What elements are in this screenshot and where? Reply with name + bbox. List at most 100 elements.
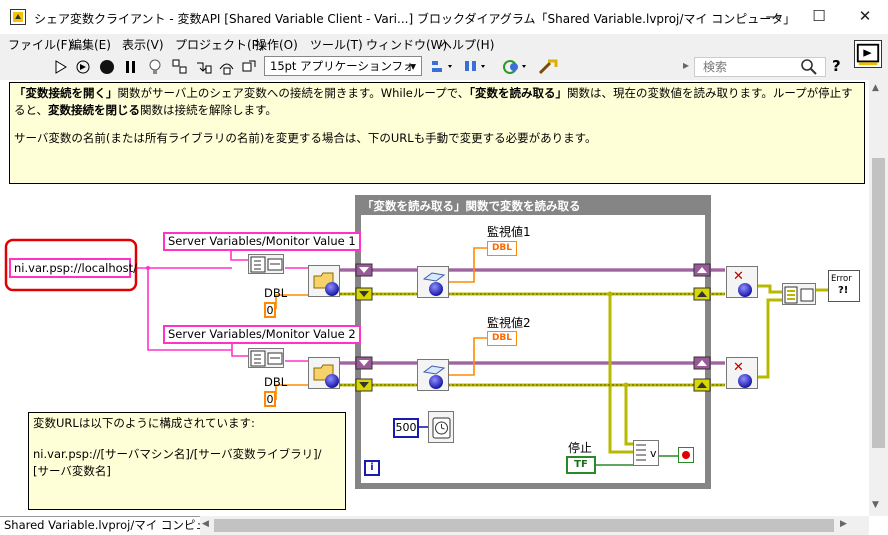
var2-name-constant[interactable]: Server Variables/Monitor Value 2 — [163, 325, 361, 344]
menu-bar: ファイル(F) 編集(E) 表示(V) プロジェクト(P) 操作(O) ツール(… — [0, 34, 888, 54]
top-comment-read-fn: 「変数を読み取る」 — [469, 86, 567, 100]
top-comment-text-2: 関数は、現在の変数値を読み取ります。ループが停止すると、 — [14, 86, 853, 117]
abort-icon[interactable] — [100, 60, 114, 74]
boolean-wires — [596, 455, 678, 466]
menu-edit[interactable]: 編集(E) — [70, 38, 111, 52]
labview-app-icon — [10, 9, 26, 25]
loop-tunnels — [355, 263, 711, 392]
search-separator-icon: ▸ — [683, 58, 690, 72]
menu-file[interactable]: ファイル(F) — [8, 38, 73, 52]
monitor-1-label: 監視値1 — [487, 225, 531, 239]
bottom-comment: 変数URLは以下のように構成されています: ni.var.psp://[サーバマ… — [28, 412, 346, 510]
merge-errors-node[interactable] — [782, 283, 816, 305]
run-continuously-icon[interactable] — [76, 60, 90, 74]
monitor-2-indicator[interactable]: DBL — [487, 331, 517, 346]
vertical-scroll-thumb[interactable] — [872, 158, 885, 448]
scroll-up-icon[interactable]: ▲ — [872, 83, 879, 93]
or-node[interactable]: v — [633, 440, 659, 466]
context-tab[interactable]: Shared Variable.lvproj/マイ コンピュータ — [0, 516, 230, 535]
horizontal-scrollbar[interactable]: ◀ ▶ — [200, 516, 869, 535]
run-arrow-icon[interactable] — [55, 60, 67, 74]
scroll-left-icon[interactable]: ◀ — [202, 519, 209, 529]
dbl-type-label-1: DBL — [264, 286, 288, 300]
search-icon[interactable] — [800, 58, 818, 76]
top-comment-open-fn: 「変数接続を開く」 — [14, 86, 118, 100]
wait-ms-node[interactable] — [428, 411, 454, 443]
scroll-right-icon[interactable]: ▶ — [840, 519, 847, 529]
step-out-icon[interactable] — [242, 60, 256, 72]
while-loop-label-bg — [355, 195, 711, 215]
read-variable-node-1[interactable] — [417, 266, 449, 298]
or-glyph: v — [650, 447, 657, 460]
var1-name-constant[interactable]: Server Variables/Monitor Value 1 — [163, 232, 361, 251]
error-handler-label: Error — [831, 274, 852, 284]
close-x-icon: ✕ — [733, 269, 744, 284]
stop-button-terminal[interactable]: TF — [566, 456, 596, 474]
menu-project[interactable]: プロジェクト(P) — [175, 38, 264, 52]
toolbar-buttons — [55, 59, 256, 75]
simple-error-handler[interactable]: Error ?! — [828, 270, 860, 302]
dbl-constant-2[interactable]: 0 — [264, 391, 276, 407]
menu-window[interactable]: ウィンドウ(W) — [366, 38, 448, 52]
block-diagram[interactable]: 「変数接続を開く」関数がサーバ上のシェア変数への接続を開きます。Whileループ… — [0, 80, 869, 516]
top-comment-text-3: 関数は接続を解除します。 — [140, 103, 277, 117]
pause-icon[interactable] — [126, 61, 135, 73]
chevron-down-icon: ▾ — [410, 59, 416, 73]
url-highlight — [4, 238, 138, 292]
wait-ms-constant[interactable]: 500 — [393, 418, 419, 438]
bottom-comment-line-3: [サーバ変数名] — [33, 464, 111, 478]
monitor-2-label: 監視値2 — [487, 316, 531, 330]
horizontal-scroll-thumb[interactable] — [214, 519, 834, 532]
menu-view[interactable]: 表示(V) — [122, 38, 164, 52]
double-wires — [275, 247, 488, 400]
menu-help[interactable]: ヘルプ(H) — [440, 38, 495, 52]
bottom-comment-line-1: 変数URLは以下のように構成されています: — [33, 416, 255, 430]
stop-label: 停止 — [568, 441, 593, 455]
minimize-button[interactable]: — — [765, 7, 781, 25]
monitor-1-indicator[interactable]: DBL — [487, 241, 517, 256]
title-bar: シェア変数クライアント - 変数API [Shared Variable Cli… — [0, 0, 888, 34]
retain-wire-values-icon[interactable] — [172, 59, 187, 74]
scroll-down-icon[interactable]: ▼ — [872, 500, 879, 510]
highlight-execution-icon[interactable] — [149, 59, 161, 74]
font-select[interactable]: 15pt アプリケーションフォント▾ — [264, 56, 422, 92]
context-help-button[interactable]: ? — [832, 57, 841, 75]
align-icon[interactable] — [432, 61, 452, 72]
loop-condition-terminal[interactable] — [678, 447, 694, 463]
url-constant[interactable]: ni.var.psp://localhost/ — [9, 258, 137, 278]
close-x-icon: ✕ — [733, 360, 744, 375]
open-variable-connection-1[interactable] — [308, 265, 340, 297]
close-button[interactable]: ✕ — [858, 7, 872, 25]
while-loop-label: 「変数を読み取る」関数で変数を読み取る — [362, 199, 581, 213]
read-variable-node-2[interactable] — [417, 359, 449, 391]
step-over-icon[interactable] — [219, 63, 234, 75]
window-title: シェア変数クライアント - 変数API [Shared Variable Cli… — [34, 12, 796, 26]
build-url-node-1[interactable] — [248, 254, 284, 274]
maximize-button[interactable]: ☐ — [812, 7, 826, 25]
reorder-icon[interactable] — [503, 60, 526, 74]
distribute-icon[interactable] — [465, 61, 485, 71]
menu-tools[interactable]: ツール(T) — [310, 38, 363, 52]
toolbar-align-buttons — [432, 59, 558, 75]
top-comment-close-fn: 変数接続を閉じる — [48, 103, 141, 117]
stop-if-true-icon — [682, 451, 690, 459]
search-input[interactable]: 検索 — [694, 57, 826, 77]
dbl-type-label-2: DBL — [264, 375, 288, 389]
cleanup-icon[interactable] — [538, 59, 558, 75]
error-alert-icon: ?! — [838, 285, 849, 296]
vertical-scrollbar[interactable]: ▲ ▼ — [869, 80, 888, 516]
vi-icon[interactable] — [854, 40, 882, 68]
top-comment: 「変数接続を開く」関数がサーバ上のシェア変数への接続を開きます。Whileループ… — [9, 82, 865, 184]
step-into-icon[interactable] — [197, 62, 212, 74]
top-comment-text-1: 関数がサーバ上のシェア変数への接続を開きます。Whileループで、 — [117, 86, 470, 100]
menu-operate[interactable]: 操作(O) — [255, 38, 298, 52]
build-url-node-2[interactable] — [248, 348, 284, 368]
dbl-constant-1[interactable]: 0 — [264, 302, 276, 318]
refnum-wires — [340, 268, 725, 365]
close-variable-connection-2[interactable]: ✕ — [726, 357, 758, 389]
top-comment-line-2: サーバ変数の名前(または所有ライブラリの名前)を変更する場合は、下のURLも手動… — [14, 131, 597, 145]
open-variable-connection-2[interactable] — [308, 357, 340, 389]
bottom-comment-line-2: ni.var.psp://[サーバマシン名]/[サーバ変数ライブラリ]/ — [33, 447, 322, 461]
loop-iteration-terminal: i — [364, 460, 380, 476]
close-variable-connection-1[interactable]: ✕ — [726, 266, 758, 298]
